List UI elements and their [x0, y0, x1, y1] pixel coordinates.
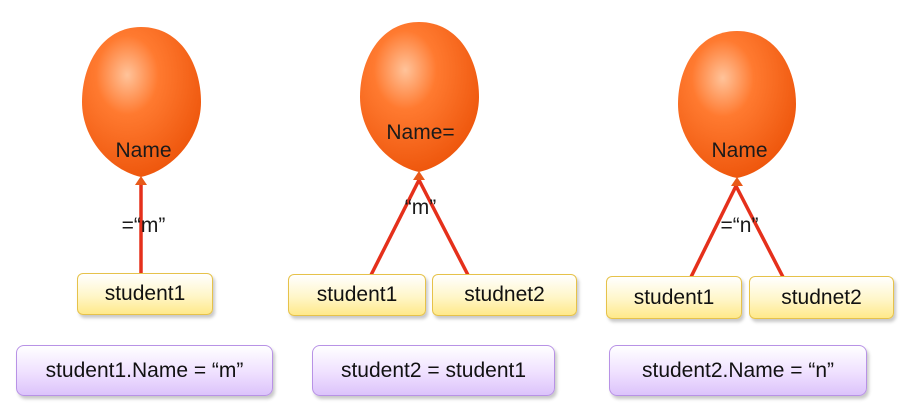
balloon-3-label: Name =“n”	[692, 88, 787, 263]
string-p2-right	[417, 179, 470, 276]
variable-box-studnet2: studnet2	[432, 274, 577, 316]
balloon-3-line2: =“n”	[720, 214, 759, 237]
code-statement-3: student2.Name = “n”	[609, 345, 867, 396]
balloon-3-line1: Name	[711, 139, 768, 162]
variable-box-studnet2: studnet2	[749, 276, 894, 319]
string-p2-left	[369, 179, 421, 276]
balloon-2	[360, 22, 479, 180]
balloon-2-label: Name= “m”	[373, 70, 468, 245]
balloon-2-line1: Name=	[386, 121, 455, 144]
balloon-1-label: Name =“m”	[96, 88, 191, 263]
variable-box-student1: student1	[288, 274, 426, 316]
balloon-1	[82, 27, 201, 185]
balloon-1-line1: Name	[115, 139, 172, 162]
string-p3-right	[734, 185, 785, 278]
code-statement-1: student1.Name = “m”	[16, 345, 273, 396]
balloon-1-line2: =“m”	[121, 214, 166, 237]
balloon-2-line2: “m”	[404, 196, 437, 219]
balloon-3	[678, 31, 796, 186]
code-statement-2: student2 = student1	[312, 345, 555, 396]
variable-box-student1: student1	[77, 273, 213, 315]
string-p3-left	[689, 185, 738, 278]
variable-box-student1: student1	[606, 276, 742, 319]
